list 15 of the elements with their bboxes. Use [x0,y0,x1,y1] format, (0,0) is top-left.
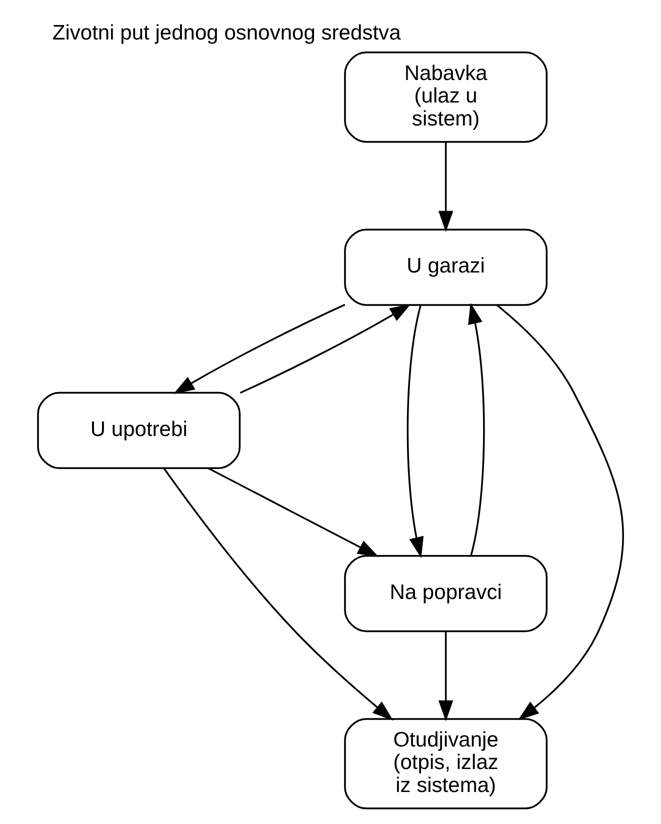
node-box: Na popravci [344,554,548,632]
diagram-title: Zivotni put jednog osnovnog sredstva [52,21,400,44]
node-box: Otudjivanje (otpis, izlaz iz sistema) [344,718,548,810]
node-box: Nabavka (ulaz u sistem) [344,52,548,143]
arrow [208,468,378,557]
arrow [438,142,453,232]
arrow [496,304,624,720]
arrow [438,631,453,722]
arrow [162,468,393,721]
node-box: U upotrebi [36,392,240,469]
arrow [239,304,411,394]
arrow [172,304,345,394]
node-box: U garazi [344,228,548,306]
arrow [406,305,424,558]
arrow [468,302,484,556]
